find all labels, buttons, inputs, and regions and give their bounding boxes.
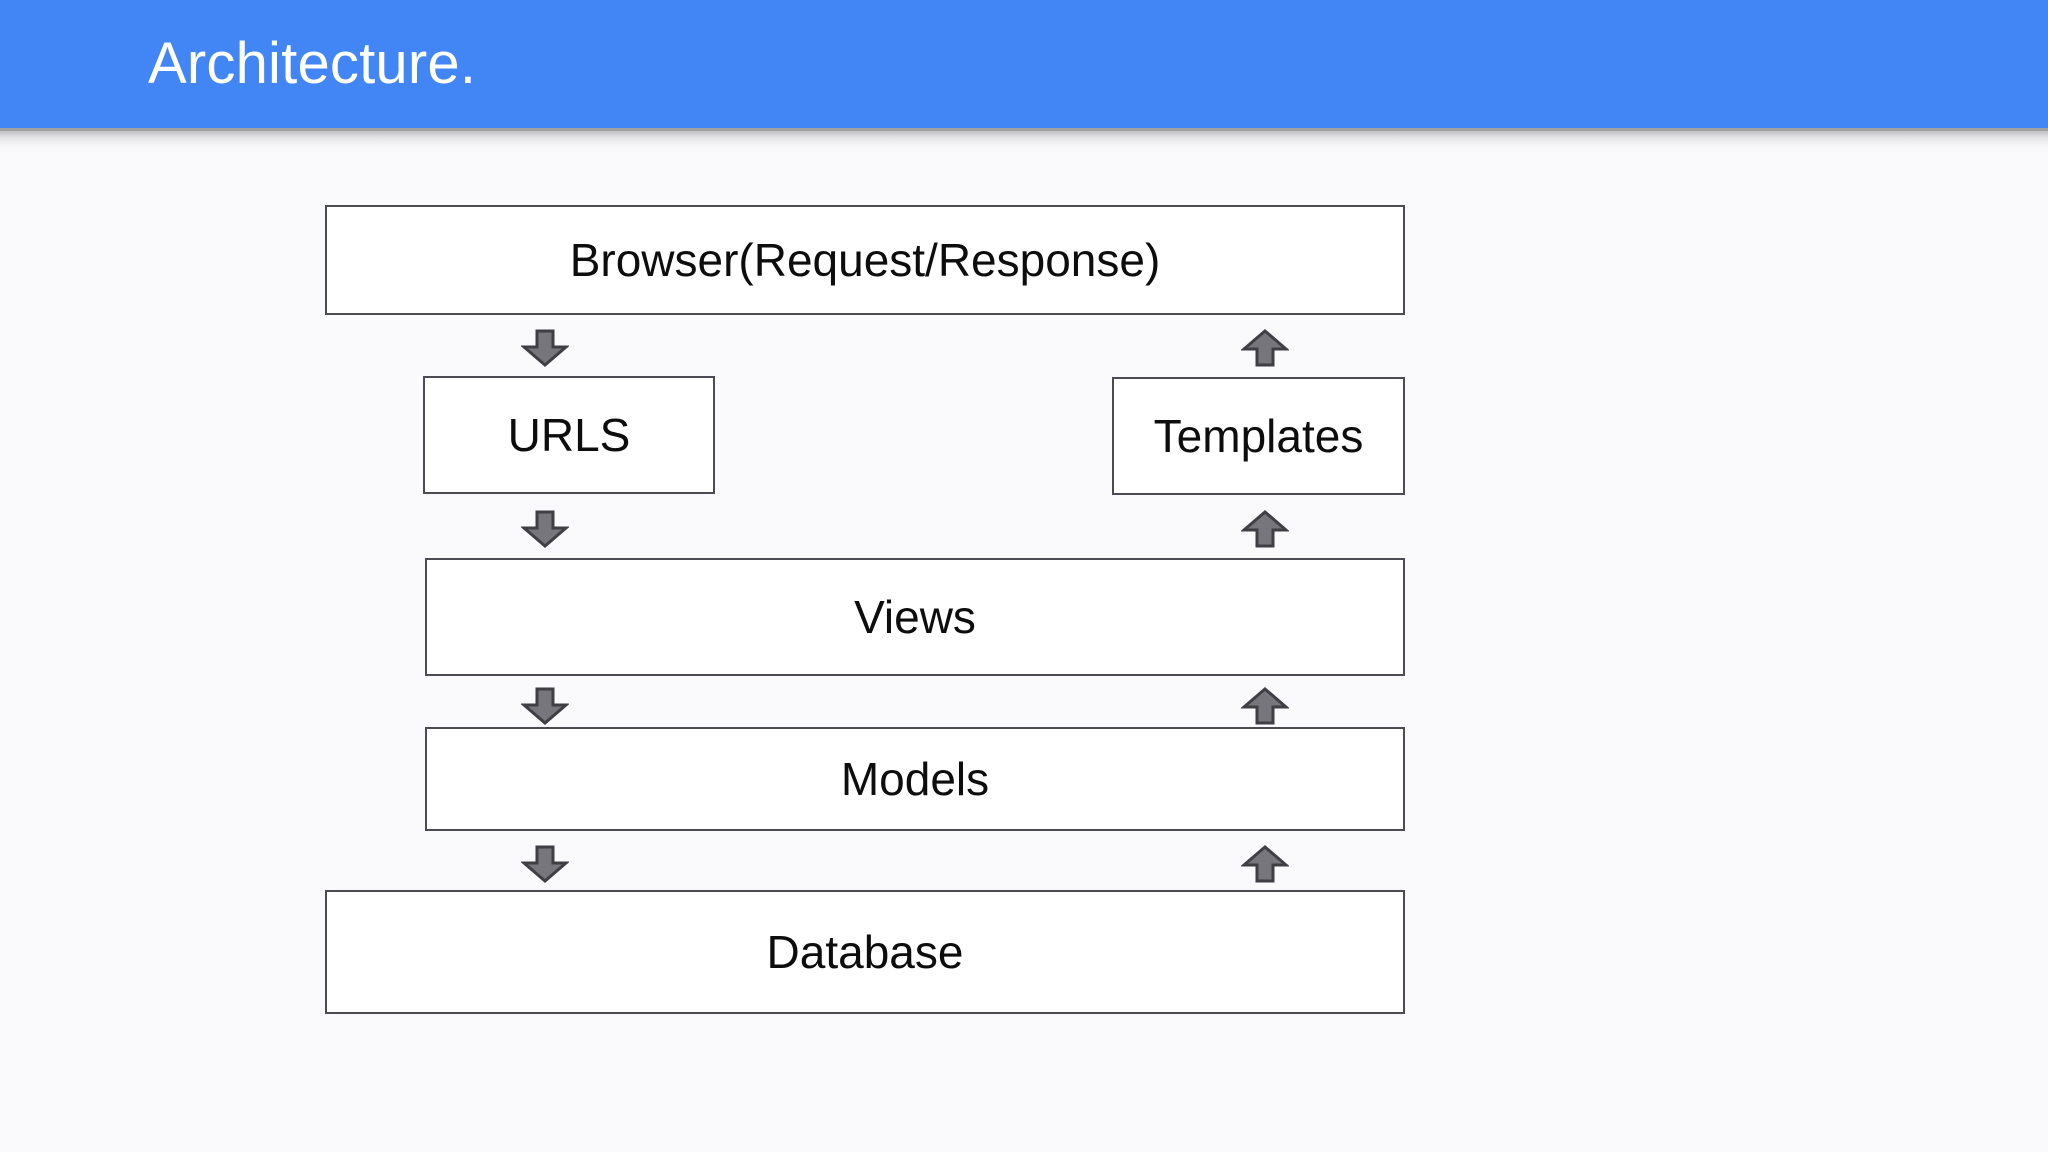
diagram-node-urls[interactable]: URLS (423, 376, 715, 494)
diagram-node-browser[interactable]: Browser(Request/Response) (325, 205, 1405, 315)
diagram-node-label: Browser(Request/Response) (569, 234, 1161, 286)
arrow-down-icon (521, 687, 569, 725)
diagram-node-views[interactable]: Views (425, 558, 1405, 676)
diagram-node-templates[interactable]: Templates (1112, 377, 1405, 495)
arrow-up-icon (1241, 329, 1289, 367)
header-drop-shadow (0, 131, 2048, 153)
slide-header-bar: Architecture. (0, 0, 2048, 128)
diagram-node-label: Templates (1153, 410, 1364, 462)
arrow-up-icon (1241, 845, 1289, 883)
page-title: Architecture. (148, 31, 477, 96)
diagram-node-label: Views (854, 591, 976, 643)
arrow-up-icon (1241, 510, 1289, 548)
diagram-node-label: Models (840, 753, 990, 805)
diagram-node-label: URLS (507, 409, 631, 461)
arrow-up-icon (1241, 687, 1289, 725)
diagram-node-database[interactable]: Database (325, 890, 1405, 1014)
arrow-down-icon (521, 845, 569, 883)
header-bottom-edge (0, 128, 2048, 131)
arrow-down-icon (521, 329, 569, 367)
arrow-down-icon (521, 510, 569, 548)
diagram-node-label: Database (766, 926, 964, 978)
diagram-node-models[interactable]: Models (425, 727, 1405, 831)
